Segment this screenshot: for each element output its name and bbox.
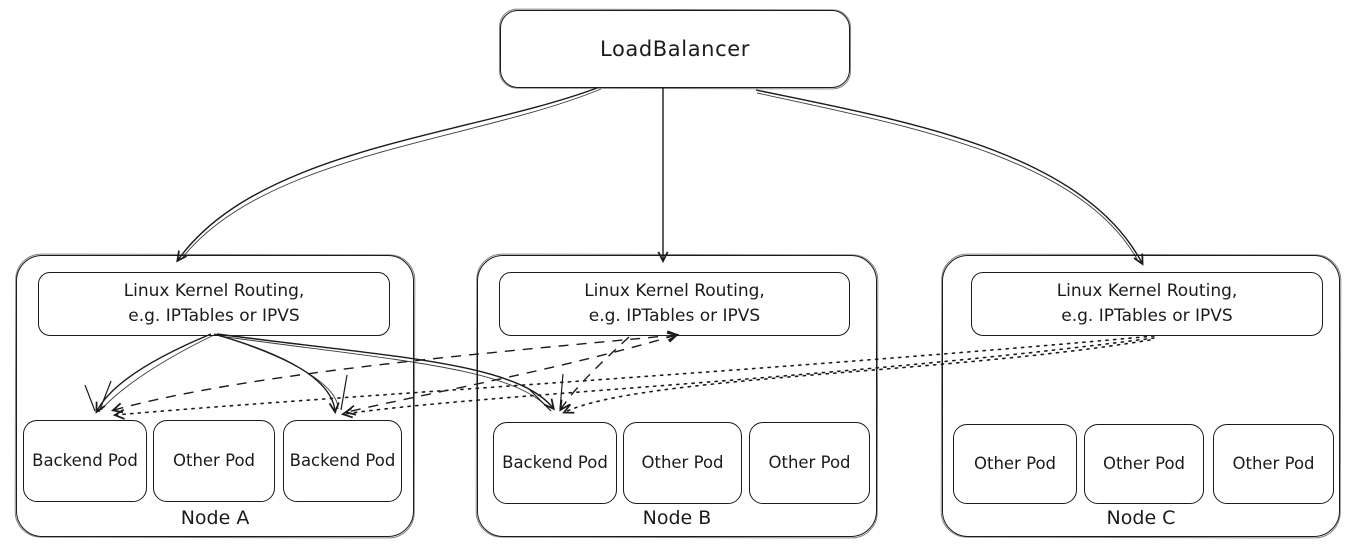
edge-lb-to-node-c-kernel <box>755 89 1144 266</box>
node-a-kernel-box: Linux Kernel Routing, e.g. IPTables or I… <box>38 272 390 336</box>
edge-lb-to-node-a-kernel <box>176 87 598 263</box>
node-c-kernel-box: Linux Kernel Routing, e.g. IPTables or I… <box>971 272 1323 336</box>
node-c-box: Linux Kernel Routing, e.g. IPTables or I… <box>942 255 1340 537</box>
node-b-box: Linux Kernel Routing, e.g. IPTables or I… <box>477 255 877 537</box>
node-a-label: Node A <box>180 507 250 529</box>
edge-lb-to-node-a-kernel-sketch <box>182 88 602 258</box>
node-b-other-pod-2: Other Pod <box>749 422 870 504</box>
node-c-kernel-label: Linux Kernel Routing, e.g. IPTables or I… <box>1057 279 1238 328</box>
edge-lb-to-node-c-kernel-sketch <box>756 92 1138 260</box>
pod-label: Other Pod <box>1232 453 1315 473</box>
node-c-other-pod-2: Other Pod <box>1084 424 1204 504</box>
pod-label: Backend Pod <box>502 452 608 472</box>
node-b-kernel-label: Linux Kernel Routing, e.g. IPTables or I… <box>584 279 765 328</box>
node-b-kernel-box: Linux Kernel Routing, e.g. IPTables or I… <box>499 272 850 336</box>
pod-label: Backend Pod <box>289 450 396 470</box>
node-b-backend-pod: Backend Pod <box>493 422 617 504</box>
node-c-other-pod-1: Other Pod <box>953 424 1077 504</box>
kernel-line2: e.g. IPTables or IPVS <box>1061 306 1233 326</box>
pod-label: Other Pod <box>768 452 851 472</box>
pod-label: Other Pod <box>172 450 256 470</box>
node-a-kernel-label: Linux Kernel Routing, e.g. IPTables or I… <box>124 279 305 328</box>
loadbalancer-box: LoadBalancer <box>500 10 850 88</box>
pod-label: Other Pod <box>1102 453 1186 473</box>
pod-label: Other Pod <box>973 453 1057 473</box>
node-b-other-pod-1: Other Pod <box>623 422 742 504</box>
node-a-backend-pod-2: Backend Pod <box>283 420 402 502</box>
pod-label: Other Pod <box>641 452 724 472</box>
pod-label: Backend Pod <box>32 450 138 470</box>
node-a-backend-pod-1: Backend Pod <box>23 420 147 502</box>
kernel-line1: Linux Kernel Routing, <box>1056 281 1238 302</box>
node-a-other-pod: Other Pod <box>153 420 275 502</box>
kernel-line1: Linux Kernel Routing, <box>584 281 765 302</box>
node-a-box: Linux Kernel Routing, e.g. IPTables or I… <box>16 255 414 537</box>
node-c-other-pod-3: Other Pod <box>1213 424 1334 504</box>
kernel-line2: e.g. IPTables or IPVS <box>588 306 761 326</box>
kernel-line2: e.g. IPTables or IPVS <box>128 306 300 326</box>
loadbalancer-label: LoadBalancer <box>600 37 750 61</box>
kernel-line1: Linux Kernel Routing, <box>123 281 305 302</box>
node-b-label: Node B <box>642 507 712 529</box>
node-c-label: Node C <box>1106 507 1176 529</box>
